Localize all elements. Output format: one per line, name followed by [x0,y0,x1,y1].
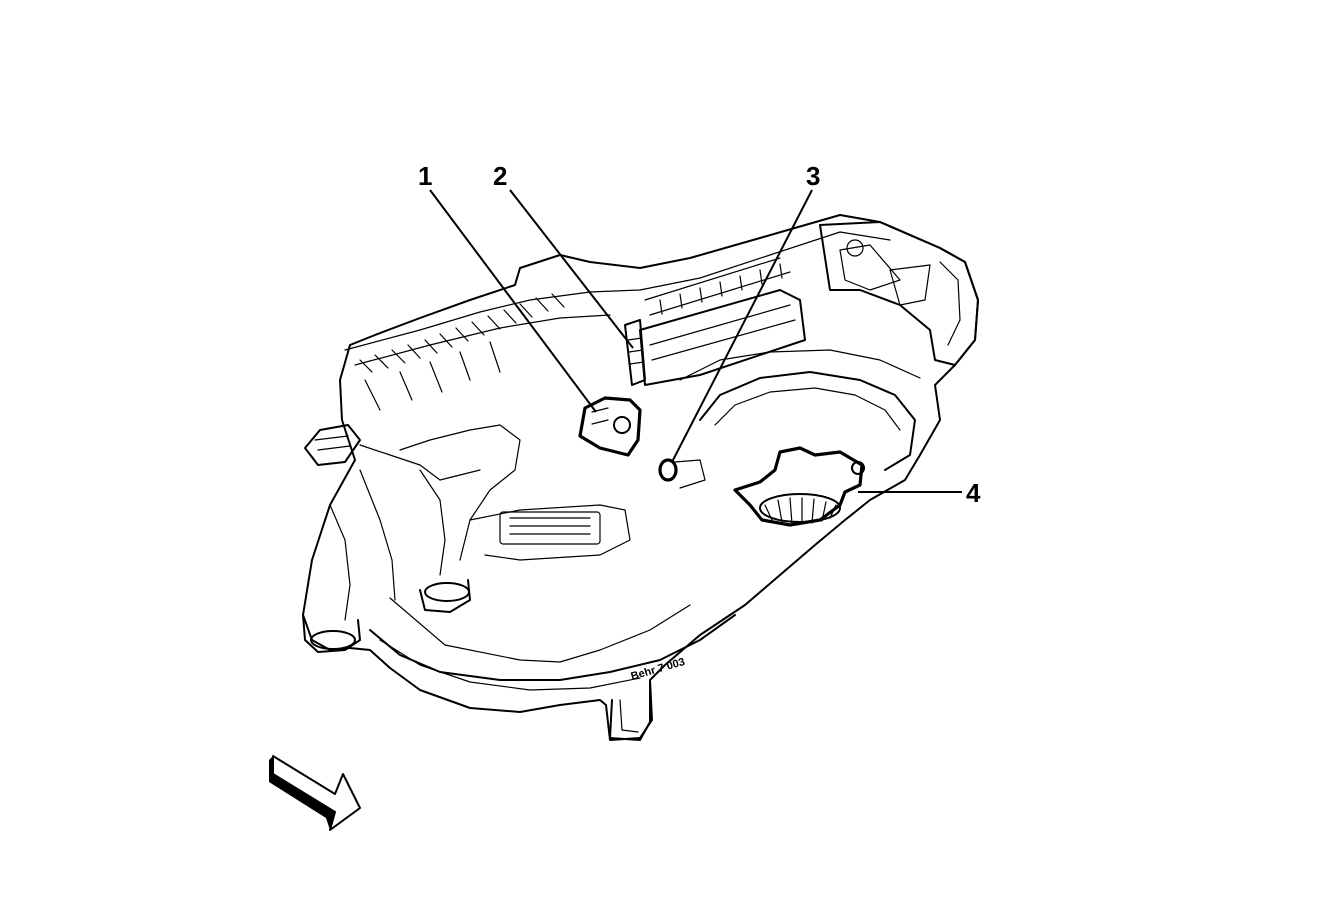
callout-2: 2 [493,161,508,191]
front-direction-arrow-icon [269,755,361,831]
leader-lines [429,189,962,493]
blower-motor [733,446,865,527]
callout-4: 4 [966,478,981,508]
callout-3: 3 [806,161,821,191]
sensor-grommet [658,458,706,489]
hvac-housing [302,214,979,741]
leader-line-1 [429,189,597,413]
harness-connector [624,319,646,386]
leader-line-3 [671,189,813,463]
mode-actuator [578,396,642,457]
callout-1: 1 [418,161,433,191]
leader-line-2 [509,189,634,349]
